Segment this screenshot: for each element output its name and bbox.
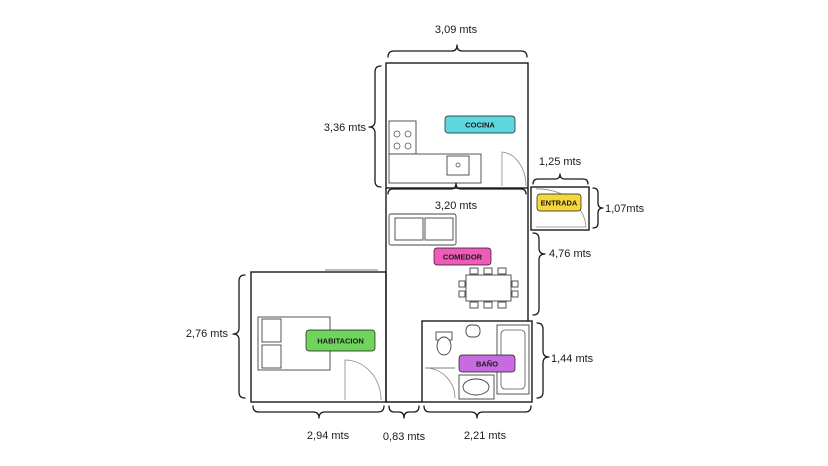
tag-bathroom bbox=[458, 354, 516, 373]
burner bbox=[393, 130, 401, 138]
tag-bathroom-label: BAÑO bbox=[476, 360, 498, 369]
tag-kitchen-label: COCINA bbox=[465, 121, 495, 130]
chair bbox=[458, 290, 466, 298]
room-tags: COCINA ENTRADA COMEDOR HABITACION BAÑO bbox=[305, 115, 582, 373]
brace-bathroom-width bbox=[423, 405, 532, 419]
tag-dining bbox=[433, 247, 492, 266]
brace-entrance-width bbox=[532, 173, 589, 185]
dim-kitchen-height: 3,36 mts bbox=[324, 122, 367, 134]
dimension-braces bbox=[232, 44, 604, 419]
sofa-cushion bbox=[424, 217, 454, 241]
dim-bathroom-width: 2,21 mts bbox=[464, 430, 507, 442]
sofa-cushion bbox=[394, 217, 424, 241]
tag-bedroom bbox=[305, 329, 376, 352]
dim-dining-height: 4,76 mts bbox=[549, 248, 592, 260]
pillow bbox=[261, 344, 282, 369]
brace-bedroom-width bbox=[252, 405, 385, 419]
bedroom-door bbox=[344, 359, 382, 401]
burner bbox=[404, 142, 412, 150]
chair bbox=[511, 290, 519, 298]
bidet bbox=[465, 324, 481, 338]
chair bbox=[469, 267, 479, 275]
burner bbox=[404, 130, 412, 138]
stove bbox=[388, 120, 417, 155]
bedroom-walls bbox=[250, 271, 387, 403]
dim-bedroom-width: 2,94 mts bbox=[307, 430, 350, 442]
dim-entrance-width: 1,25 mts bbox=[539, 156, 582, 168]
brace-dining-height bbox=[532, 232, 546, 316]
bathroom-walls bbox=[421, 320, 533, 403]
kitchen-door bbox=[501, 151, 527, 187]
dim-corridor-width: 0,83 mts bbox=[383, 431, 426, 443]
brace-dining-width bbox=[387, 182, 527, 195]
tag-bedroom-label: HABITACION bbox=[317, 337, 364, 346]
chair bbox=[497, 267, 507, 275]
brace-bathroom-height bbox=[536, 322, 550, 399]
kitchen-furniture bbox=[388, 120, 527, 187]
tag-entrance bbox=[536, 193, 582, 212]
dim-kitchen-width: 3,09 mts bbox=[435, 24, 478, 36]
sink bbox=[446, 155, 470, 176]
chair bbox=[458, 280, 466, 288]
dim-bedroom-height: 2,76 mts bbox=[186, 328, 229, 340]
dimension-labels: 3,09 mts 3,36 mts 1,25 mts 1,07mts 3,20 … bbox=[186, 24, 645, 443]
tag-entrance-label: ENTRADA bbox=[541, 199, 578, 208]
dim-bathroom-height: 1,44 mts bbox=[551, 353, 594, 365]
bedroom-furniture bbox=[257, 316, 382, 401]
chair bbox=[483, 267, 493, 275]
dim-dining-width: 3,20 mts bbox=[435, 200, 478, 212]
chair bbox=[497, 301, 507, 309]
entrance-walls bbox=[530, 186, 590, 231]
brace-kitchen-width bbox=[387, 44, 528, 58]
bathroom-door bbox=[424, 367, 456, 399]
tag-dining-label: COMEDOR bbox=[443, 253, 483, 262]
brace-entrance-height bbox=[592, 187, 604, 229]
dim-entrance-height: 1,07mts bbox=[605, 203, 645, 215]
washbasin bbox=[462, 378, 490, 396]
chair bbox=[511, 280, 519, 288]
dining-furniture bbox=[388, 213, 519, 309]
pillow bbox=[261, 318, 282, 343]
burner bbox=[393, 142, 401, 150]
chair bbox=[483, 301, 493, 309]
sink-drain bbox=[455, 162, 461, 168]
dining-table bbox=[465, 274, 512, 302]
brace-kitchen-height bbox=[368, 65, 382, 188]
tag-kitchen bbox=[444, 115, 516, 134]
brace-bedroom-height bbox=[232, 274, 246, 399]
toilet-bowl bbox=[436, 336, 452, 356]
chair bbox=[469, 301, 479, 309]
brace-corridor-width bbox=[388, 405, 420, 419]
